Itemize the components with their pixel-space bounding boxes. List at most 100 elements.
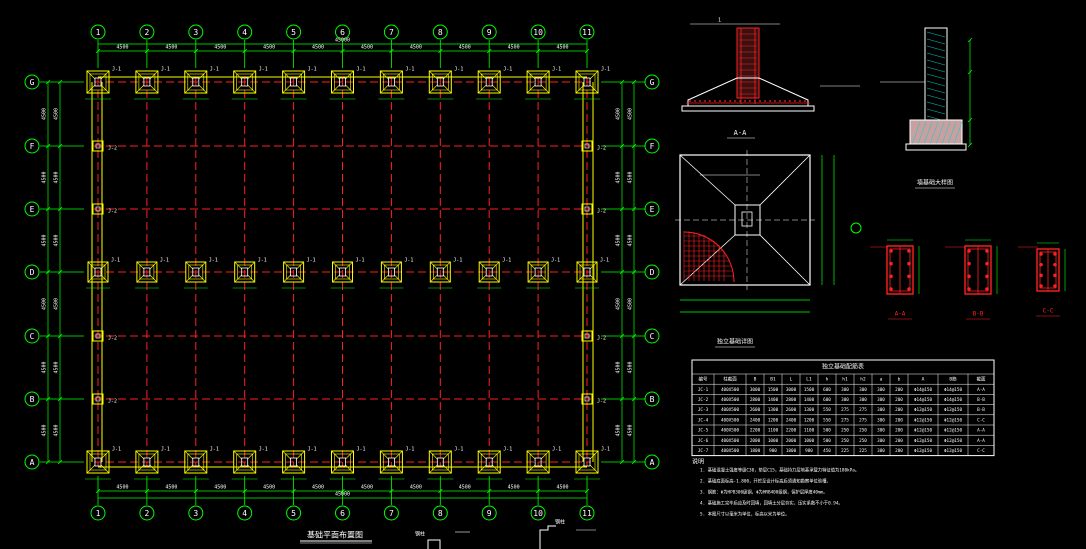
rebar-dot: [714, 100, 716, 102]
table-cell: B-B: [977, 407, 985, 413]
dim-tick: [619, 396, 625, 402]
grid-bubble-circle: [188, 505, 204, 521]
wall-hatch: [926, 45, 946, 52]
footing-step: [384, 264, 399, 280]
footing-outline: [233, 450, 257, 474]
footing-slope: [184, 70, 194, 80]
footing-slope: [234, 274, 242, 283]
footing-step: [285, 73, 302, 91]
table-cell: 1300: [768, 407, 779, 413]
table-cell: 1100: [768, 428, 779, 434]
footing-slope: [331, 70, 340, 80]
footing-tag: J-1: [552, 447, 561, 453]
table-cell: 1300: [804, 407, 815, 413]
footing-slope: [429, 450, 438, 460]
footing-step: [432, 264, 448, 280]
footing-slope: [136, 261, 145, 270]
rebar-dot: [779, 100, 781, 102]
rebar-mesh-quadrant: [683, 231, 734, 281]
footing-tag: J-1: [259, 447, 268, 453]
footing-outline: [477, 450, 501, 474]
dim-text: 4500: [312, 45, 324, 51]
footing-D-10: J-1: [526, 258, 560, 289]
footing-step: [236, 453, 253, 471]
footing-outline: [477, 70, 501, 94]
footing-tag: J-1: [112, 447, 121, 453]
footing-step: [89, 73, 107, 91]
footing-slope: [394, 84, 403, 94]
dim-text: 4500: [263, 485, 275, 491]
table-cell: JC-2: [698, 397, 709, 403]
dim-tick: [242, 488, 247, 494]
wall-hatch: [926, 73, 946, 80]
grid-bubble-label: E: [30, 205, 35, 214]
grid-bubble-bottom-3: 3: [188, 505, 204, 521]
long-bar: [1039, 262, 1043, 267]
table-cell: 300: [859, 387, 867, 393]
table-header-cell: B筋: [949, 376, 957, 383]
footing-outline: [428, 450, 452, 474]
grid-bubble-circle: [644, 454, 660, 470]
grid-bubble-circle: [644, 138, 660, 154]
footing-G-10: J-1: [525, 67, 561, 100]
table-cell: 2000: [786, 438, 797, 444]
table-cell: 200: [895, 387, 903, 393]
grid-bubble-circle: [237, 505, 253, 521]
column-pedestal: [241, 267, 249, 277]
table-cell: 2800: [750, 397, 761, 403]
grid-bubble-circle: [90, 24, 106, 40]
footing-G-4: J-1: [231, 67, 268, 100]
dim-text: 4500: [459, 45, 471, 51]
footing-step: [188, 264, 204, 280]
dim-tick: [619, 459, 625, 465]
grid-bubble-circle: [579, 505, 595, 521]
dim-tick: [631, 333, 637, 339]
column-section-b: B-B: [964, 239, 998, 320]
dim-tick: [619, 206, 625, 212]
footing-slope: [331, 450, 340, 460]
grid-bubble-circle: [24, 391, 40, 407]
grid-bubble-right-F: F: [644, 138, 660, 154]
footing-tag: J-1: [308, 447, 317, 453]
table-cell: Φ12@150: [944, 448, 963, 454]
footing-slope: [575, 464, 585, 474]
footing-A-10: J-1: [525, 447, 561, 480]
footing-slope: [443, 274, 451, 283]
table-cell: 2800: [786, 397, 797, 403]
footing-step: [286, 264, 301, 280]
table-cell: JC-1: [698, 387, 709, 393]
footing-G-9: J-1: [476, 67, 512, 100]
table-border: [691, 359, 995, 457]
footing-slope: [149, 464, 159, 474]
footing-slope: [149, 70, 159, 80]
table-cell: 400X500: [721, 407, 740, 413]
dim-tick: [57, 79, 63, 85]
column-pedestal: [436, 77, 444, 87]
notes-heading: 说明: [692, 458, 704, 466]
dim-overall-bottom: 45000: [98, 492, 587, 499]
footing-D-11: J-1: [575, 258, 609, 289]
footing-slope: [491, 450, 501, 460]
grid-bubble-circle: [432, 505, 448, 521]
grid-bubble-circle: [481, 505, 497, 521]
footing-A-11: J-1: [574, 447, 610, 480]
dim-tick: [486, 48, 492, 54]
dim-tick: [619, 333, 625, 339]
wall-bedding: [905, 143, 967, 151]
grid-bubble-right-B: B: [644, 391, 660, 407]
footing-hatch: [947, 121, 957, 145]
section-a-a: 1A-A: [681, 18, 860, 139]
footing-slope: [345, 70, 354, 80]
footing-step: [578, 453, 596, 471]
column-pedestal: [436, 457, 444, 467]
footing-tag: J-1: [209, 258, 218, 264]
grid-bubble-circle: [644, 328, 660, 344]
dim-tick: [57, 143, 63, 149]
long-bar: [889, 261, 893, 266]
rebar-dot: [789, 100, 791, 102]
footing-slope: [282, 464, 291, 474]
